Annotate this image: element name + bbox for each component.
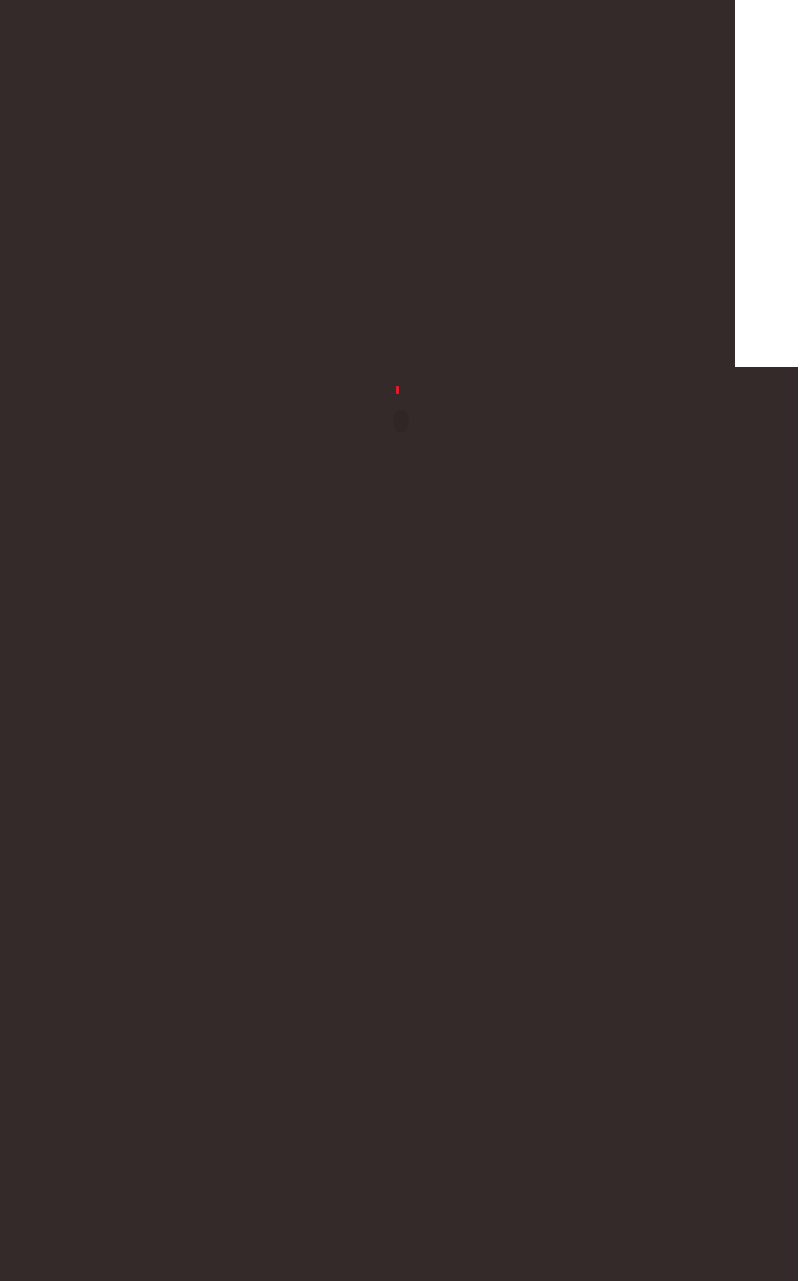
dark-content-region-bottom (0, 367, 798, 1281)
faint-smudge (393, 410, 409, 432)
dark-content-region-top (0, 0, 735, 367)
white-corner-block (735, 0, 800, 367)
red-indicator-mark (396, 386, 399, 394)
